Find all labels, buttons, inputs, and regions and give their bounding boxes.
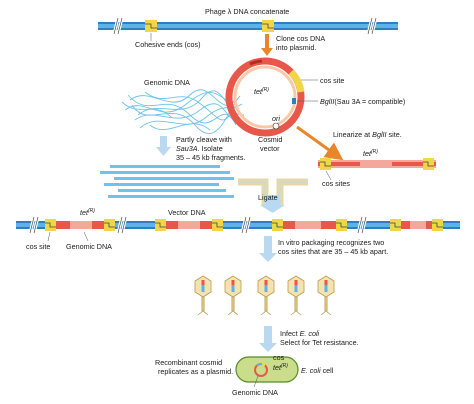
clone-cos-label-1: Clone cos DNA	[276, 34, 325, 43]
cos-site-marker	[390, 219, 401, 231]
linearize-arrow	[296, 125, 344, 161]
genomic-dna-final-label: Genomic DNA	[232, 388, 278, 397]
vector-dna-label: Vector DNA	[168, 208, 206, 217]
tetr-concat-label: tet	[80, 208, 89, 217]
bglii-site-marker	[292, 98, 296, 104]
cos-sites-label: cos sites	[322, 179, 350, 188]
bglii-note: (Sau 3A = compatible)	[334, 97, 405, 106]
cos-site-marker	[145, 20, 157, 32]
tetr-final-label: tet	[273, 363, 282, 372]
ori-marker	[272, 122, 280, 130]
phage-particle	[224, 275, 242, 316]
ligate-connector	[238, 178, 308, 213]
svg-text:tet(R): tet(R)	[363, 149, 378, 158]
cosmid-vector-label-1: Cosmid	[258, 135, 282, 144]
lambda-concatenate: Phage λ DNA concatenate Cohesive ends (c…	[98, 7, 398, 49]
ecoli-cell-suffix: cell	[321, 366, 334, 375]
tetr-label: tet	[254, 87, 263, 96]
linearize-label-1: Linearize at	[333, 130, 372, 139]
linearize-label-2: site.	[387, 130, 402, 139]
cosmid-vector-label-2: vector	[260, 144, 280, 153]
break-mark	[366, 17, 378, 35]
phage-particle	[194, 275, 212, 316]
tetr-linear-label: tet	[363, 149, 372, 158]
svg-text:tet(R): tet(R)	[254, 87, 269, 96]
linearize-enzyme: BglII	[372, 130, 386, 139]
cohesive-ends-label: Cohesive ends (cos)	[135, 40, 201, 49]
packaging-label-2: cos sites that are 35 – 45 kb apart.	[278, 247, 388, 256]
cos-site-marker	[212, 219, 223, 231]
cos-site-marker	[155, 219, 166, 231]
cos-site-marker	[432, 219, 443, 231]
break-mark	[28, 216, 40, 234]
svg-text:tet(R): tet(R)	[80, 208, 95, 217]
title: Phage λ DNA concatenate	[205, 7, 289, 16]
recombinant-concatemer	[16, 216, 460, 234]
sau3a-enzyme: Sau3A	[176, 144, 198, 153]
svg-text:Sau3A. Isolate: Sau3A. Isolate	[176, 144, 223, 153]
svg-text:Infect E. coli: Infect E. coli	[280, 329, 320, 338]
break-mark	[116, 216, 128, 234]
ecoli-cell-label: E. coli	[301, 366, 321, 375]
linearized-vector	[318, 158, 436, 170]
svg-text:tet(R): tet(R)	[273, 363, 288, 372]
cos-site-label: cos site	[320, 76, 344, 85]
ecoli-cell	[235, 356, 299, 383]
cos-site-marker	[45, 219, 56, 231]
cos-site-marker	[272, 219, 283, 231]
cos-site-marker	[320, 158, 331, 170]
clone-cos-label-2: into plasmid.	[276, 43, 316, 52]
partly-cleave-label-1: Partly cleave with	[176, 135, 232, 144]
lambda-dna-strand	[98, 22, 398, 30]
infect-label-1: Infect	[280, 329, 300, 338]
partly-cleave-label-2: . Isolate	[198, 144, 223, 153]
recombinant-label-1: Recombinant cosmid	[155, 358, 222, 367]
cos-site-bottom-label: cos site	[26, 242, 50, 251]
phage-particle	[257, 275, 275, 316]
cosmid-vector	[225, 57, 305, 137]
svg-text:BglII(Sau 3A = compatible): BglII(Sau 3A = compatible)	[320, 97, 405, 106]
clone-arrow: Clone cos DNA into plasmid.	[261, 34, 325, 56]
genomic-fragments	[100, 165, 234, 198]
packaged-phage-particles	[194, 275, 335, 316]
cos-site-on-vector	[288, 69, 305, 93]
svg-text:E. coli cell: E. coli cell	[301, 366, 334, 375]
infect-arrow	[259, 326, 277, 352]
partly-cleave-label-3: 35 – 45 kb fragments.	[176, 153, 246, 162]
genomic-dna-label: Genomic DNA	[144, 78, 190, 87]
cos-site-marker	[104, 219, 115, 231]
break-mark	[356, 216, 368, 234]
packaging-arrow	[259, 236, 277, 262]
break-mark	[112, 17, 124, 35]
bglii-label: BglII	[320, 97, 334, 106]
cos-final-label: cos	[273, 353, 285, 362]
cleave-arrow	[156, 136, 171, 156]
phage-particle	[317, 275, 335, 316]
break-mark	[240, 216, 252, 234]
packaging-label-1: In vitro packaging recognizes two	[278, 238, 384, 247]
cos-site-marker	[423, 158, 434, 170]
cos-site-marker	[336, 219, 347, 231]
ligate-label: Ligate	[258, 193, 278, 202]
genomic-dna-bottom-label: Genomic DNA	[66, 242, 112, 251]
infect-ecoli: E. coli	[300, 329, 320, 338]
recombinant-label-2: replicates as a plasmid.	[158, 367, 233, 376]
ori-label: ori	[272, 114, 280, 123]
svg-text:Linearize at BglII site.: Linearize at BglII site.	[333, 130, 402, 139]
phage-particle	[287, 275, 305, 316]
cos-site-marker	[262, 20, 274, 32]
infect-label-2: Select for Tet resistance.	[280, 338, 359, 347]
